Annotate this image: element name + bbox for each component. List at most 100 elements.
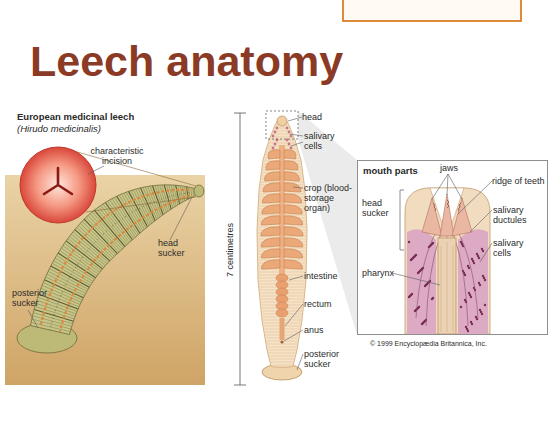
leader-line (293, 187, 303, 188)
part-label: salivary ductules (493, 205, 543, 225)
body-ring (176, 185, 180, 204)
body-ring (66, 241, 102, 269)
body-ring (271, 137, 293, 138)
crop-chamber (284, 172, 299, 181)
leader-line (448, 174, 462, 199)
head-sucker (194, 185, 204, 197)
pharynx-folds (441, 242, 453, 332)
salivary-cell (286, 139, 289, 142)
salivary-cell (484, 279, 486, 281)
body-ring (275, 128, 289, 129)
body-ring (268, 347, 297, 348)
leader-line (284, 330, 303, 341)
salivary-cell (426, 283, 428, 285)
dimension-tick (234, 385, 246, 386)
body-ring (78, 225, 112, 257)
crop-chamber (284, 260, 302, 269)
crop-chamber (265, 172, 280, 181)
intestine (276, 309, 288, 317)
salivary-cell (470, 296, 472, 298)
salivary-cell (468, 267, 470, 269)
zoom-frame (266, 111, 298, 139)
leech-dissection (257, 116, 307, 380)
salivary-cell (431, 243, 433, 245)
leader-line (480, 243, 492, 262)
salivary-cell (419, 270, 421, 272)
copyright-note: © 1999 Encyclopædia Britannica, Inc. (370, 340, 548, 348)
part-label: posterior sucker (12, 288, 57, 308)
crop-chamber (262, 205, 280, 214)
salivary-cell (412, 257, 414, 259)
body-ring (82, 221, 116, 255)
crop-chamber (263, 183, 280, 192)
salivary-cell (417, 272, 419, 274)
crop-chamber (261, 216, 280, 225)
salivary-cell (414, 255, 416, 257)
salivary-cell (484, 304, 486, 306)
salivary-cell (410, 259, 412, 261)
salivary-cell (425, 284, 427, 286)
crop-chamber (284, 205, 302, 214)
jaw (422, 198, 442, 236)
part-label: characteristic incision (86, 146, 148, 166)
leader-line (470, 210, 492, 232)
crop-chamber (261, 249, 280, 258)
part-label: salivary cells (493, 238, 543, 258)
crop-chamber (261, 227, 280, 236)
part-label: pharynx (362, 268, 402, 278)
salivary-cell (276, 127, 279, 130)
part-label: intestine (304, 271, 354, 281)
crop-chamber (284, 238, 303, 247)
body-ring (33, 316, 72, 326)
salivary-cell (471, 323, 473, 325)
leader-line (170, 197, 192, 240)
salivary-cell (414, 310, 416, 312)
pharynx (438, 238, 456, 334)
salivary-cell (408, 296, 410, 298)
crop-chamber (266, 161, 280, 170)
body-ring (268, 350, 296, 351)
salivary-cell (418, 271, 420, 273)
body-ring (34, 310, 73, 322)
leader-line (285, 304, 303, 326)
body-ring (270, 356, 295, 357)
salivary-cell (272, 147, 275, 150)
part-label: ridge of teeth (492, 176, 547, 186)
rectum (280, 318, 285, 340)
leader-line (289, 276, 303, 280)
panel-heading: European medicinal leech (17, 111, 202, 122)
body-ring (269, 143, 295, 144)
salivary-cell (424, 320, 426, 322)
dimension-tick (234, 113, 246, 114)
salivary-cell (408, 241, 410, 243)
head-sucker-section (405, 188, 490, 334)
leader-line (288, 117, 302, 121)
salivary-cell (410, 294, 412, 296)
salivary-cell (413, 256, 415, 258)
inset-background (357, 160, 548, 335)
salivary-cell (274, 143, 277, 146)
header-bar (343, 0, 521, 21)
crop-chamber (284, 227, 303, 236)
salivary-cell (464, 274, 466, 276)
crop-chamber (284, 249, 303, 258)
salivary-tissue (407, 229, 436, 334)
anus (280, 340, 283, 343)
part-label: head sucker (362, 198, 398, 218)
head (277, 116, 287, 126)
salivary-cell (481, 313, 483, 315)
part-label: salivary cells (304, 131, 344, 151)
body-ring (267, 344, 297, 345)
salivary-cell (415, 254, 417, 256)
salivary-cell (422, 322, 424, 324)
leader-line (297, 354, 303, 370)
species-name: (Hirudo medicinalis) (17, 123, 202, 134)
body-ring (101, 205, 130, 242)
salivary-cell (288, 143, 291, 146)
leader-line (432, 174, 448, 199)
dimension-line (240, 113, 241, 385)
salivary-cell (479, 284, 481, 286)
magnify-line (86, 197, 196, 212)
crop-chamber (284, 150, 296, 159)
